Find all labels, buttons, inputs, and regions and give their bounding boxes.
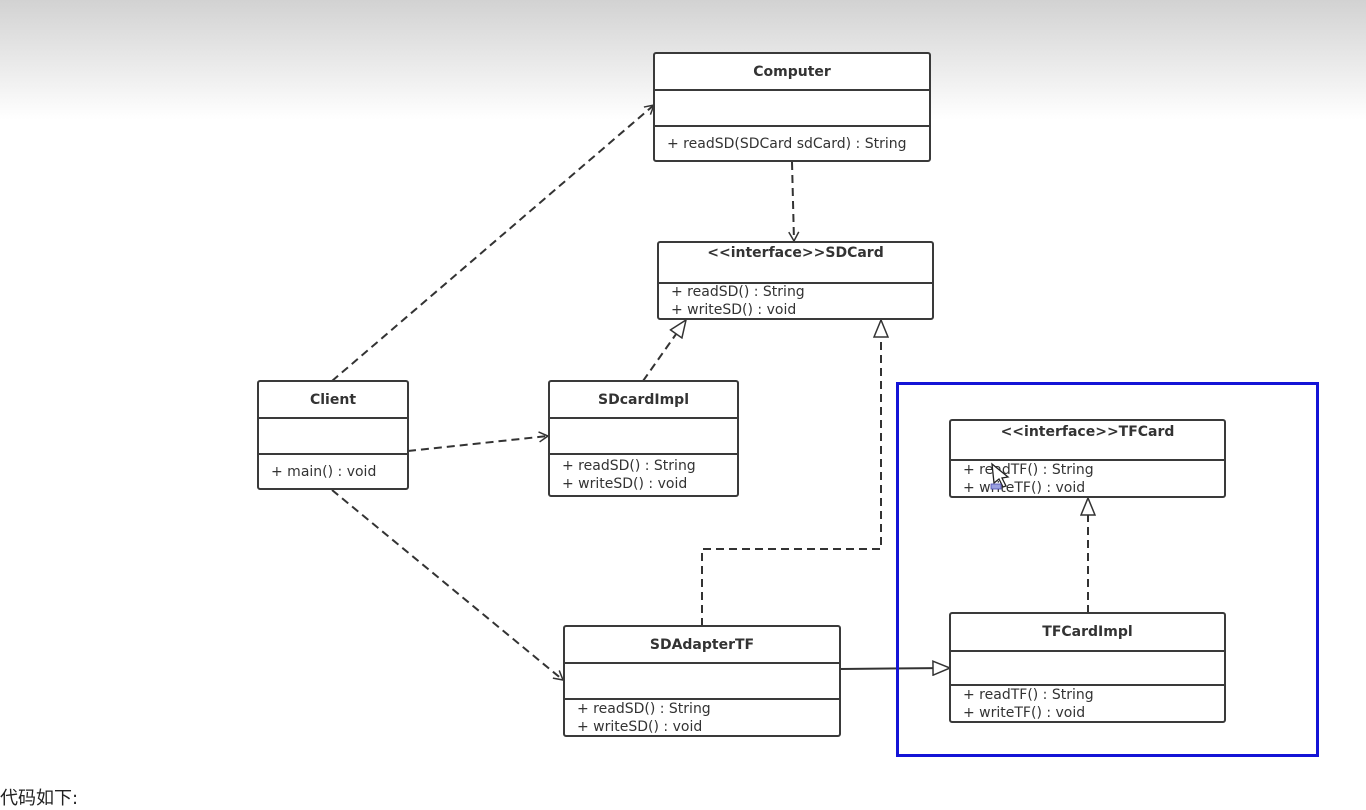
move-cursor-icon bbox=[990, 462, 1010, 490]
class-name: <<interface>>SDCard bbox=[659, 243, 932, 284]
operation: + readSD() : String bbox=[562, 458, 696, 474]
operation: + readSD() : String bbox=[671, 284, 805, 300]
class-name: SDAdapterTF bbox=[565, 627, 839, 664]
class-name: Computer bbox=[655, 54, 929, 91]
class-name: Client bbox=[259, 382, 407, 419]
operation: + writeSD() : void bbox=[562, 476, 688, 492]
class-operations: + readSD() : String + writeSD() : void bbox=[659, 284, 932, 318]
realization-sdcardimpl-sdcard bbox=[642, 320, 686, 382]
operation: + writeTF() : void bbox=[963, 704, 1086, 721]
class-name: SDcardImpl bbox=[550, 382, 737, 419]
class-attributes bbox=[655, 91, 929, 127]
class-attributes bbox=[550, 419, 737, 455]
operation: + main() : void bbox=[271, 463, 377, 480]
dependency-computer-sdcard bbox=[788, 161, 800, 243]
operation: + writeSD() : void bbox=[671, 302, 797, 318]
dependency-client-computer bbox=[331, 103, 656, 382]
class-sdadaptertf[interactable]: SDAdapterTF + readSD() : String + writeS… bbox=[563, 625, 841, 737]
class-attributes bbox=[565, 664, 839, 700]
operation: + readSD() : String bbox=[577, 700, 711, 717]
class-name: <<interface>>TFCard bbox=[951, 421, 1224, 461]
class-operations: + readSD(SDCard sdCard) : String bbox=[655, 127, 929, 160]
operation: + writeSD() : void bbox=[577, 718, 703, 735]
class-name: TFCardImpl bbox=[951, 614, 1224, 652]
class-operations: + main() : void bbox=[259, 455, 407, 488]
class-operations: + readSD() : String + writeSD() : void bbox=[565, 700, 839, 735]
class-operations: + readSD() : String + writeSD() : void bbox=[550, 455, 737, 495]
class-attributes bbox=[259, 419, 407, 455]
dependency-client-sdadaptertf bbox=[331, 489, 565, 681]
realization-sdadaptertf-sdcard bbox=[701, 320, 881, 626]
class-computer[interactable]: Computer + readSD(SDCard sdCard) : Strin… bbox=[653, 52, 931, 162]
class-attributes bbox=[951, 652, 1224, 686]
class-sdcardimpl[interactable]: SDcardImpl + readSD() : String + writeSD… bbox=[548, 380, 739, 497]
class-client[interactable]: Client + main() : void bbox=[257, 380, 409, 490]
association-sdadaptertf-tfcardimpl bbox=[839, 668, 950, 669]
operation: + readSD(SDCard sdCard) : String bbox=[667, 135, 907, 152]
highlight-frame bbox=[896, 382, 1319, 757]
operation: + readTF() : String bbox=[963, 686, 1094, 703]
dependency-client-sdcardimpl bbox=[407, 431, 550, 452]
footer-text: 代码如下: bbox=[0, 788, 79, 809]
interface-sdcard[interactable]: <<interface>>SDCard + readSD() : String … bbox=[657, 241, 934, 320]
class-tfcardimpl[interactable]: TFCardImpl + readTF() : String + writeTF… bbox=[949, 612, 1226, 723]
class-operations: + readTF() : String + writeTF() : void bbox=[951, 686, 1224, 721]
